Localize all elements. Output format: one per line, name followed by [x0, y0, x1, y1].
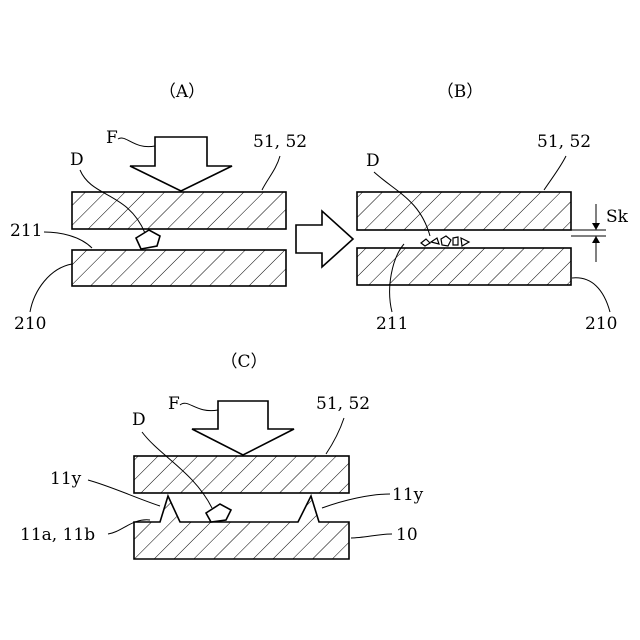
- debris-fragments-b: [421, 236, 469, 246]
- lower-plate-a: [72, 250, 286, 286]
- plates-label-c: 51, 52: [316, 394, 370, 414]
- lower-base-c: [134, 496, 349, 559]
- panel-a: （A） F D 51, 52 211 210: [10, 82, 307, 334]
- base-label-c: 10: [396, 525, 418, 545]
- plates-leader-b: [544, 156, 566, 190]
- debris-label-c: D: [132, 410, 146, 430]
- force-leader-c: [180, 403, 218, 410]
- base-leader-a: [30, 264, 72, 312]
- plates-label-a: 51, 52: [253, 132, 307, 152]
- debris-label-b: D: [366, 151, 380, 171]
- panel-b: （B） D 51, 52 Sk 211 210: [357, 82, 629, 334]
- force-arrow-c: [192, 401, 294, 455]
- protrusion-label-left: 11y: [50, 469, 82, 489]
- surface-leader-a: [44, 232, 92, 248]
- upper-plate-a: [72, 192, 286, 229]
- gap-label: Sk: [606, 207, 629, 227]
- panel-c: （C） F D 51, 52 11y 11y 11a, 11b 10: [20, 352, 424, 559]
- force-label-a: F: [106, 128, 118, 148]
- debris-particle-a: [136, 230, 160, 249]
- protrusion-label-right: 11y: [392, 485, 424, 505]
- debris-label-a: D: [70, 150, 84, 170]
- base-label-a: 210: [14, 314, 46, 334]
- surface-label-b: 211: [376, 314, 408, 334]
- surface-label-a: 211: [10, 221, 42, 241]
- base-leader-b: [572, 278, 610, 312]
- plates-leader-a: [262, 156, 280, 190]
- base-label-b: 210: [585, 314, 617, 334]
- force-arrow-a: [130, 137, 232, 191]
- part-labels: 11a, 11b: [20, 525, 95, 545]
- force-leader-a: [118, 138, 155, 147]
- protrusion-leader-right: [322, 494, 390, 508]
- panel-a-title: （A）: [159, 82, 205, 102]
- transition-arrow: [296, 211, 353, 267]
- debris-particle-c: [206, 504, 231, 522]
- panel-c-title: （C）: [220, 352, 267, 372]
- plates-label-b: 51, 52: [537, 132, 591, 152]
- lower-plate-b: [357, 248, 571, 285]
- force-label-c: F: [168, 394, 180, 414]
- upper-plate-c: [134, 456, 349, 493]
- gap-dimension: [571, 204, 606, 262]
- plates-leader-c: [326, 418, 344, 454]
- base-leader-c: [351, 534, 392, 538]
- upper-plate-b: [357, 192, 571, 230]
- panel-b-title: （B）: [437, 82, 484, 102]
